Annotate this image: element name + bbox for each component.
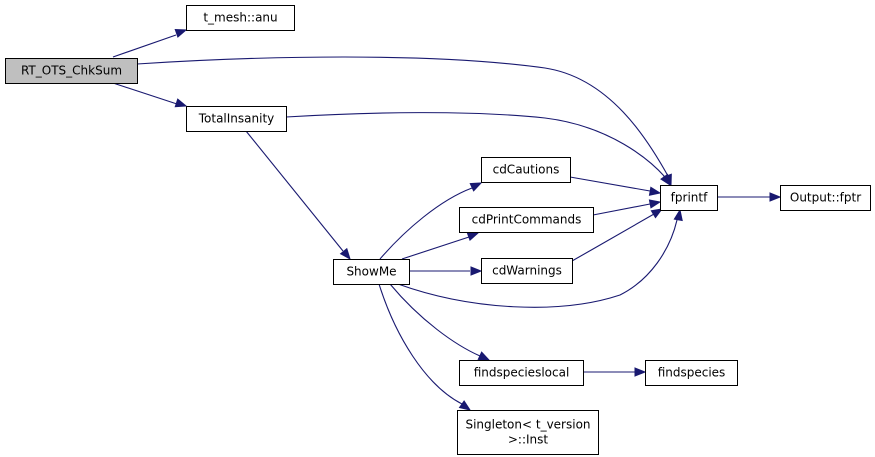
edge-totalinsanity-to-showme — [245, 130, 351, 261]
arrowhead — [477, 351, 491, 361]
node-box[interactable] — [481, 258, 573, 284]
edge-showme-to-fprintf — [397, 208, 683, 308]
node-label: ShowMe — [346, 265, 396, 279]
edges-layer — [112, 28, 782, 411]
edge-line — [389, 283, 481, 357]
edge-line — [136, 56, 669, 177]
arrowhead — [650, 208, 664, 219]
edge-cdprintcommands-to-fprintf — [592, 199, 662, 216]
arrowhead — [469, 182, 483, 192]
node-box[interactable] — [457, 410, 599, 455]
edge-line — [379, 187, 473, 260]
node-label: cdPrintCommands — [472, 213, 582, 227]
node-findspecies[interactable]: findspecies — [645, 360, 738, 386]
edge-line — [245, 130, 344, 252]
node-findspecieslocal[interactable]: findspecieslocal — [459, 360, 584, 386]
edge-totalinsanity-to-fprintf — [285, 112, 671, 187]
edge-cdwarnings-to-fprintf — [571, 208, 664, 262]
node-rt_ots_chksum[interactable]: RT_OTS_ChkSum — [5, 58, 138, 84]
node-cdprintcommands[interactable]: cdPrintCommands — [459, 207, 594, 233]
node-label: Output::fptr — [790, 191, 861, 205]
edge-line — [592, 203, 651, 216]
edge-showme-to-cdwarnings — [409, 266, 483, 276]
edge-line — [285, 112, 666, 178]
nodes-layer: RT_OTS_ChkSum t_mesh::anuTotalInsanitySho… — [5, 5, 871, 455]
node-cdwarnings[interactable]: cdWarnings — [481, 258, 573, 284]
arrowhead — [634, 367, 647, 377]
arrowhead — [339, 247, 351, 261]
node-t_mesh_anu[interactable]: t_mesh::anu — [186, 5, 295, 31]
edge-line — [397, 219, 678, 308]
node-box[interactable] — [645, 360, 738, 386]
edge-line — [112, 34, 177, 58]
node-label: TotalInsanity — [198, 112, 275, 126]
arrowhead — [174, 98, 188, 108]
edge-line — [571, 213, 655, 262]
node-box[interactable] — [459, 207, 594, 233]
edge-line — [569, 176, 651, 192]
edge-findspecieslocal-to-findspecies — [583, 367, 647, 377]
node-label: >::Inst — [508, 433, 549, 447]
arrowhead — [466, 232, 480, 242]
node-singleton_inst[interactable]: Singleton< t_version>::Inst — [457, 410, 599, 455]
edge-showme-to-cdprintcommands — [401, 232, 480, 260]
node-box[interactable] — [186, 5, 295, 31]
arrowhead — [470, 266, 483, 276]
node-cdcautions[interactable]: cdCautions — [481, 157, 571, 183]
edge-line — [401, 236, 470, 260]
node-output_fptr[interactable]: Output::fptr — [780, 185, 871, 211]
node-box[interactable] — [780, 185, 871, 211]
node-fprintf[interactable]: fprintf — [660, 185, 718, 211]
arrowhead — [458, 400, 472, 411]
node-label: Singleton< t_version — [465, 418, 590, 432]
node-label: RT_OTS_ChkSum — [21, 64, 122, 78]
node-box[interactable] — [660, 185, 718, 211]
node-box[interactable] — [333, 259, 410, 285]
node-totalinsanity[interactable]: TotalInsanity — [186, 106, 287, 132]
arrowhead — [660, 173, 671, 187]
node-label: t_mesh::anu — [203, 11, 277, 25]
node-box[interactable] — [5, 58, 138, 84]
edge-line — [112, 82, 178, 105]
edge-cdcautions-to-fprintf — [569, 176, 662, 196]
edge-showme-to-singleton_inst — [378, 283, 472, 411]
node-box[interactable] — [459, 360, 584, 386]
arrowhead — [648, 199, 662, 209]
edge-showme-to-findspecieslocal — [389, 283, 491, 361]
edge-rt_ots_chksum-to-t_mesh_anu — [112, 28, 188, 58]
node-box[interactable] — [481, 157, 571, 183]
node-label: findspecieslocal — [474, 366, 570, 380]
arrowhead — [648, 186, 662, 196]
edge-fprintf-to-output_fptr — [717, 192, 782, 202]
edge-showme-to-cdcautions — [379, 182, 483, 260]
arrowhead — [174, 28, 188, 38]
node-label: fprintf — [671, 191, 708, 205]
node-showme[interactable]: ShowMe — [333, 259, 410, 285]
node-box[interactable] — [186, 106, 287, 132]
edge-line — [378, 283, 463, 405]
node-label: findspecies — [658, 366, 726, 380]
edge-rt_ots_chksum-to-totalinsanity — [112, 82, 188, 108]
node-label: cdCautions — [493, 163, 560, 177]
arrowhead — [769, 192, 782, 202]
node-label: cdWarnings — [492, 264, 562, 278]
arrowhead — [673, 208, 683, 222]
